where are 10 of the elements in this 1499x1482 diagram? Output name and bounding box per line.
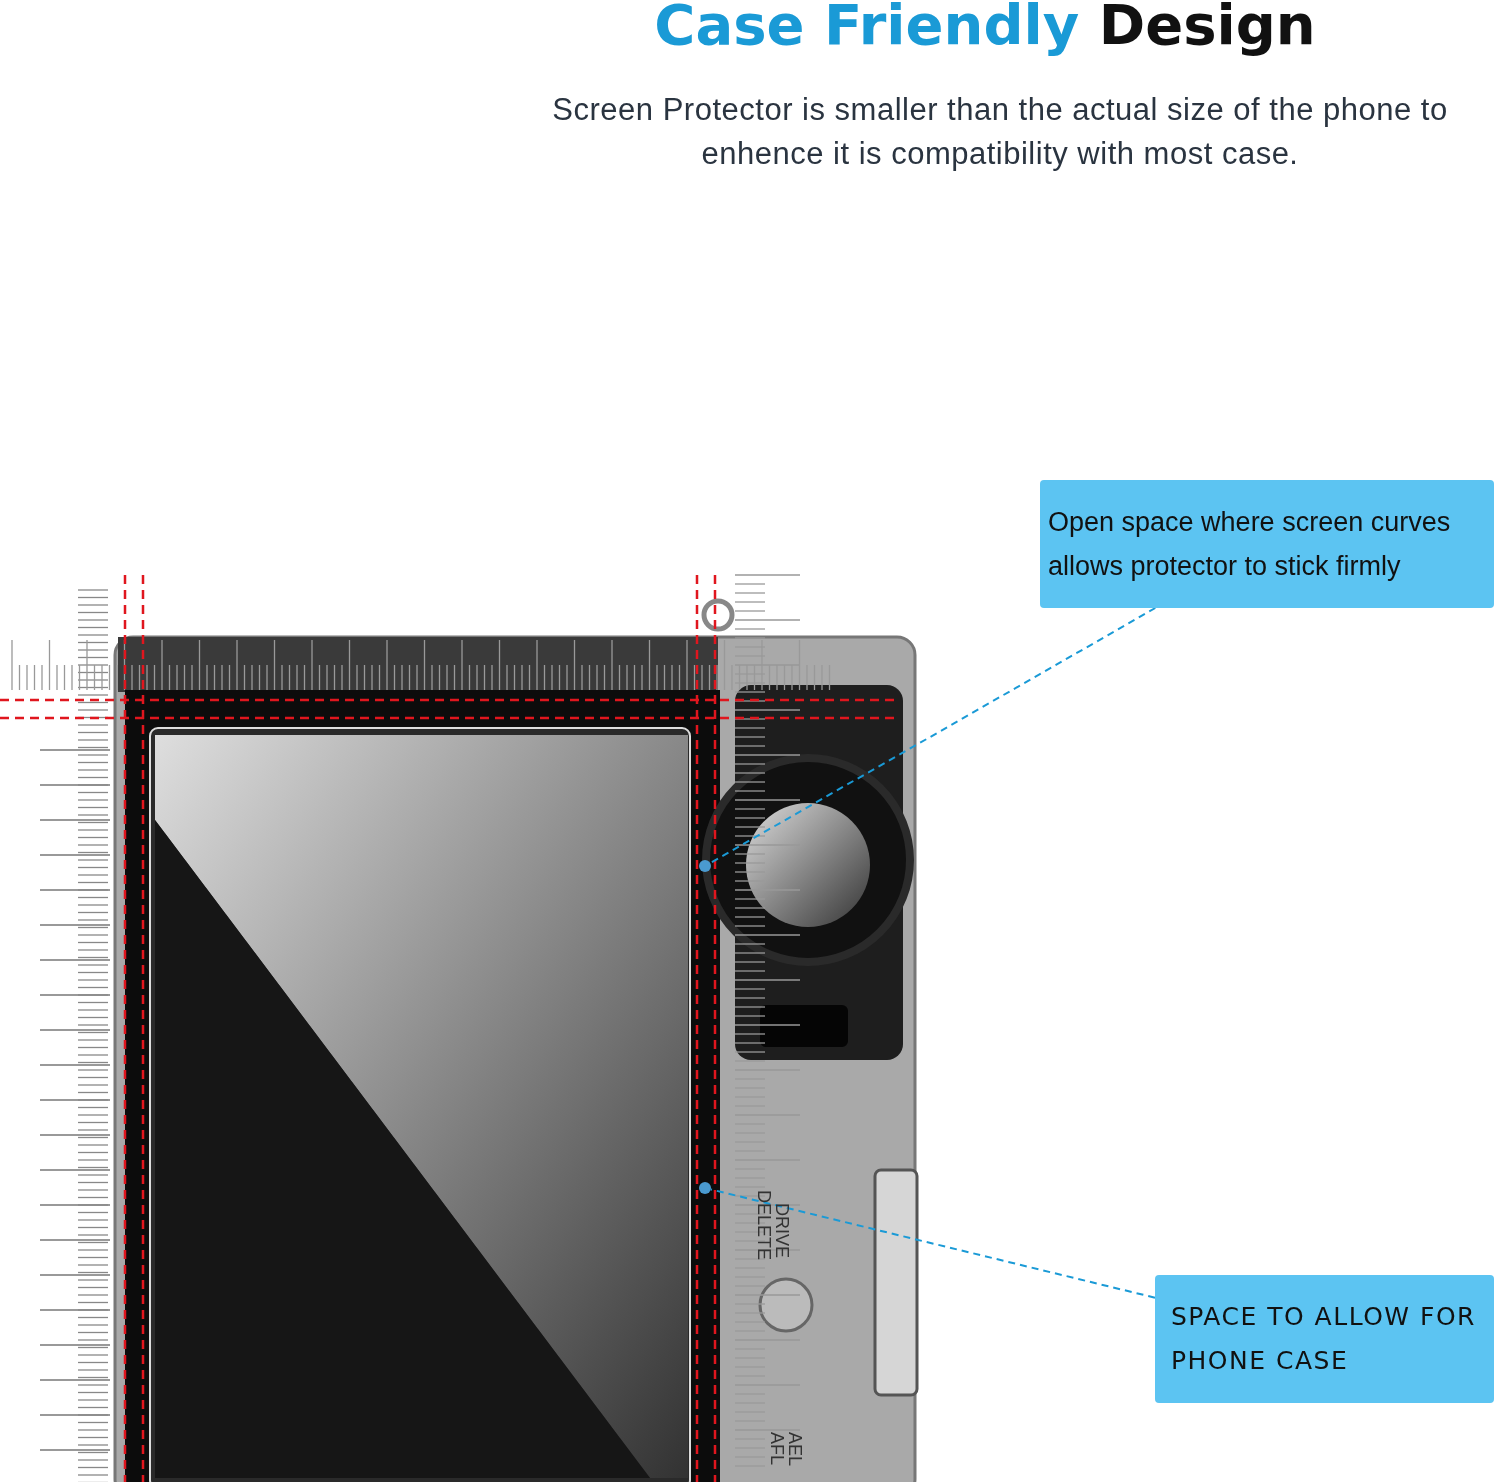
button-label: AFL bbox=[767, 1432, 787, 1465]
title: Case Friendly Design bbox=[653, 0, 1317, 57]
callout-box: SPACE TO ALLOW FOR PHONE CASE bbox=[1155, 1275, 1494, 1403]
button-label: DELETE bbox=[754, 1190, 774, 1261]
button-label: AEL bbox=[785, 1432, 805, 1467]
leader-line bbox=[709, 607, 1157, 864]
subtitle: Screen Protector is smaller than the actual size of the phone to enhence it is compatibility with most case. bbox=[551, 91, 1449, 173]
button-label: DRIVE bbox=[772, 1203, 792, 1258]
callout-box: Open space where screen curves allows protector to stick firmly bbox=[1040, 480, 1494, 608]
leader-line bbox=[709, 1188, 1156, 1299]
